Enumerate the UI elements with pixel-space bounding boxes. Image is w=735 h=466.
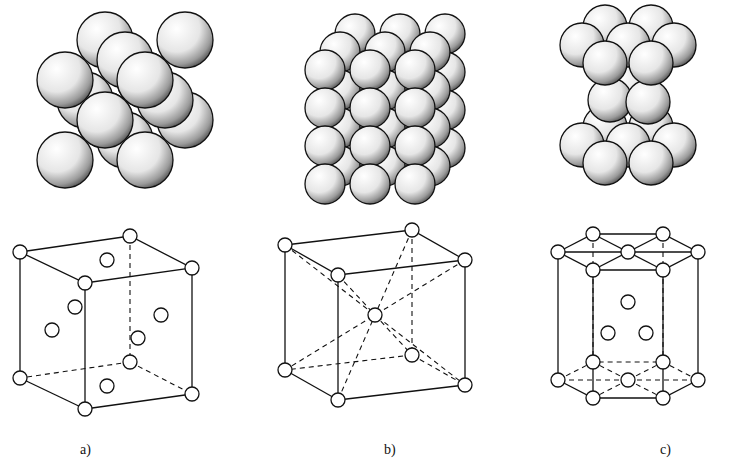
bcc-sphere-model [305, 14, 465, 204]
sub-figure-label: a) [80, 442, 91, 458]
sub-figure-label: b) [384, 442, 396, 458]
hcp-lattice [551, 227, 705, 405]
bcc-lattice [278, 223, 472, 407]
hcp-sphere-model [560, 5, 696, 185]
fcc-sphere-model [37, 12, 213, 188]
fcc-lattice [13, 229, 199, 416]
sub-figure-label: c) [660, 442, 671, 458]
